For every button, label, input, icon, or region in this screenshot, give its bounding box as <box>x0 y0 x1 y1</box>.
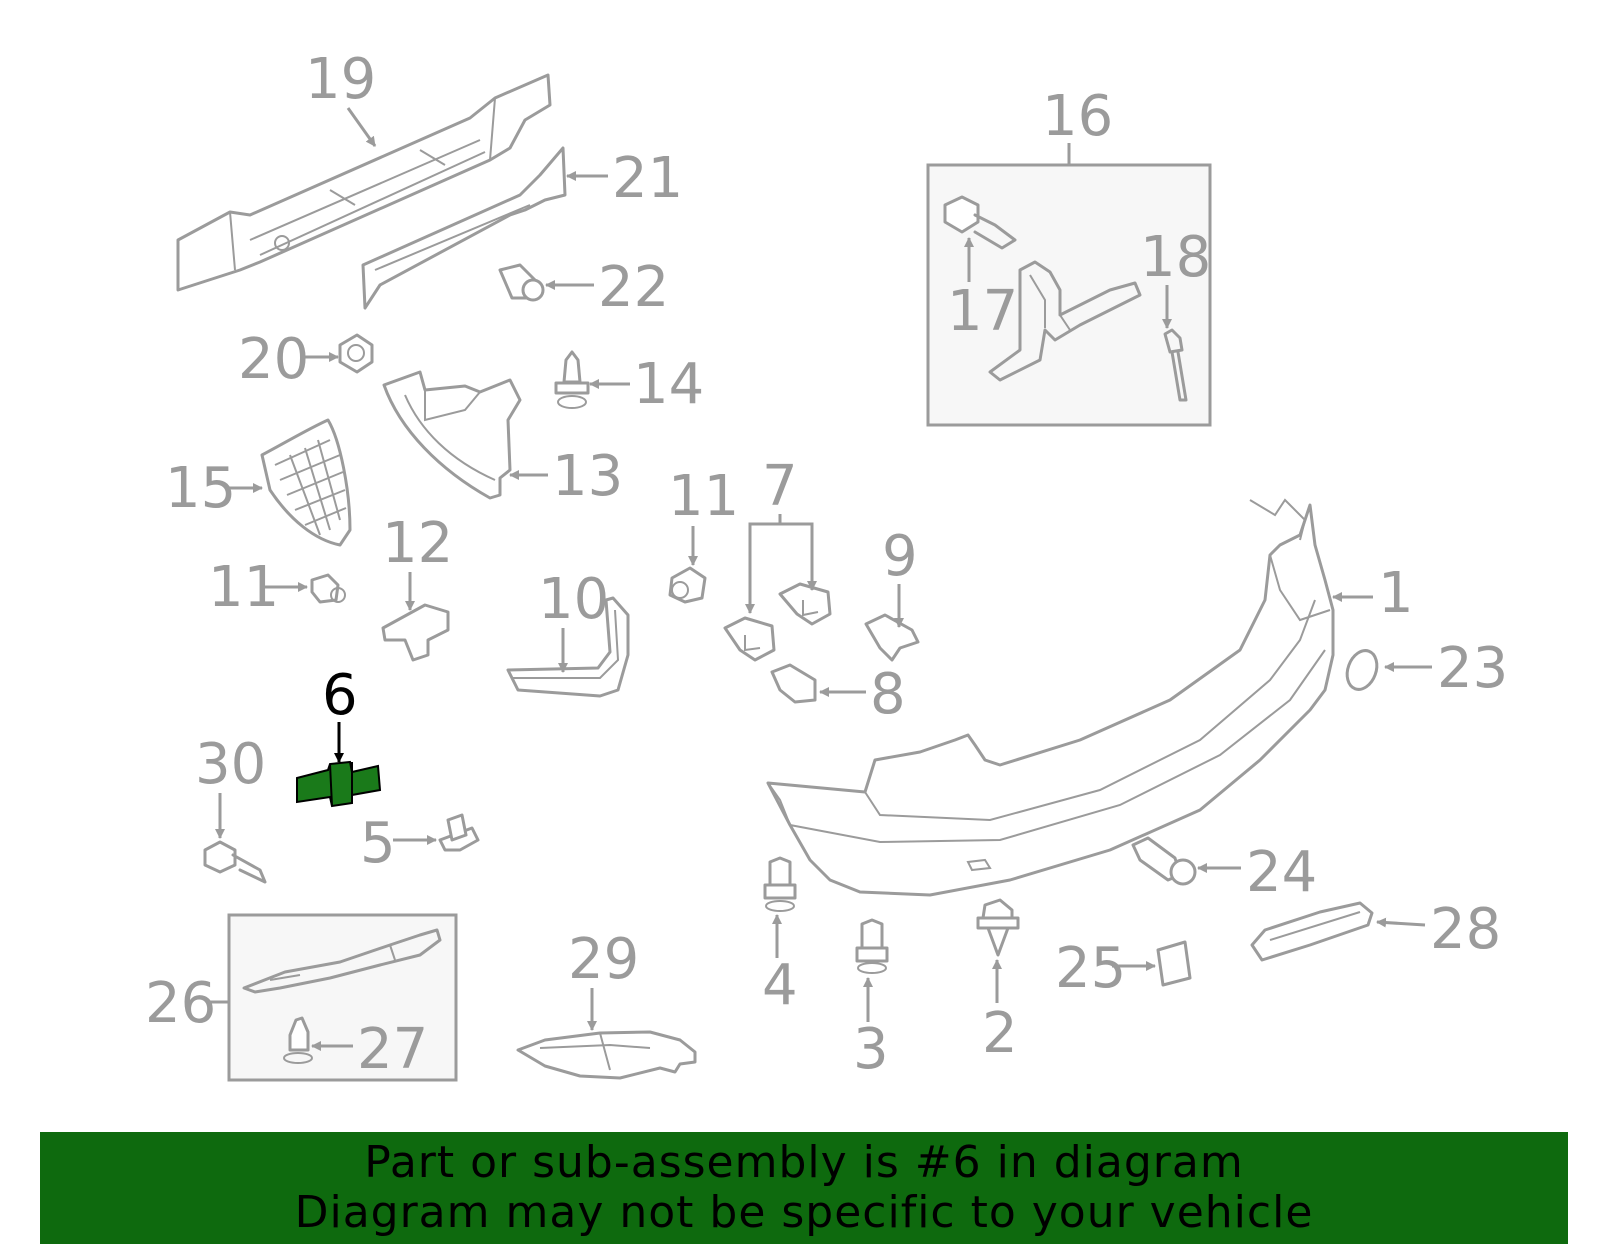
callout-29: 29 <box>568 927 639 992</box>
callout-5: 5 <box>360 811 396 876</box>
part-28-reflector <box>1250 901 1374 962</box>
part-25-cap <box>1156 940 1192 987</box>
part-7-retainers <box>723 582 832 662</box>
callout-7: 7 <box>762 454 798 519</box>
callout-2: 2 <box>982 1001 1018 1066</box>
callout-14: 14 <box>633 352 704 417</box>
part-24-fastener <box>1131 836 1197 886</box>
part-1-bumper-cover <box>766 498 1335 897</box>
callout-8: 8 <box>870 662 906 727</box>
callout-23: 23 <box>1437 636 1508 701</box>
info-banner: Part or sub-assembly is #6 in diagram Di… <box>40 1132 1568 1244</box>
callout-20: 20 <box>238 327 309 392</box>
part-9-clip <box>864 613 920 662</box>
part-2-push-clip <box>976 898 1020 957</box>
part-13-shield <box>382 370 522 500</box>
callout-11-center: 11 <box>668 464 739 529</box>
callout-19: 19 <box>305 47 376 112</box>
callout-12: 12 <box>382 511 453 576</box>
part-11-clip-left <box>310 573 346 604</box>
callout-6: 6 <box>322 663 358 728</box>
part-23-grommet <box>1345 649 1379 691</box>
part-26-assembly-box <box>210 913 458 1082</box>
part-15-grille <box>260 418 352 547</box>
callout-15: 15 <box>165 456 236 521</box>
part-14-pushpin <box>554 350 590 409</box>
callout-28: 28 <box>1430 897 1501 962</box>
callout-16: 16 <box>1042 84 1113 149</box>
callout-17: 17 <box>947 279 1018 344</box>
callout-25: 25 <box>1055 936 1126 1001</box>
callout-22: 22 <box>598 255 669 320</box>
part-20-nut <box>338 333 374 374</box>
callout-10: 10 <box>538 567 609 632</box>
callout-26: 26 <box>145 971 216 1036</box>
callout-13: 13 <box>552 444 623 509</box>
part-10-bezel <box>506 596 630 698</box>
part-4-bolt <box>763 856 797 912</box>
callout-24: 24 <box>1246 840 1317 905</box>
part-21-absorber <box>361 146 567 310</box>
part-12-bracket <box>381 603 450 662</box>
part-5-clip <box>438 813 480 852</box>
callout-18: 18 <box>1140 225 1211 290</box>
banner-line-1: Part or sub-assembly is #6 in diagram <box>364 1137 1244 1188</box>
part-16-assembly-box <box>926 143 1212 427</box>
callout-9: 9 <box>882 524 918 589</box>
callout-30: 30 <box>195 732 266 797</box>
callout-21: 21 <box>612 146 683 211</box>
part-3-bolt <box>855 918 889 974</box>
callout-3: 3 <box>853 1017 889 1082</box>
part-29-lamp <box>516 1030 697 1080</box>
part-19-reinforcement <box>176 73 552 292</box>
banner-line-2: Diagram may not be specific to your vehi… <box>294 1187 1314 1238</box>
part-22-clip <box>498 263 545 302</box>
callout-27: 27 <box>357 1017 428 1082</box>
callout-4: 4 <box>762 953 798 1018</box>
callout-1: 1 <box>1378 561 1414 626</box>
part-6-highlighted <box>296 760 382 808</box>
part-11-clip-center <box>668 566 707 604</box>
part-8-clip <box>770 663 817 704</box>
part-30-bolt <box>203 840 267 884</box>
